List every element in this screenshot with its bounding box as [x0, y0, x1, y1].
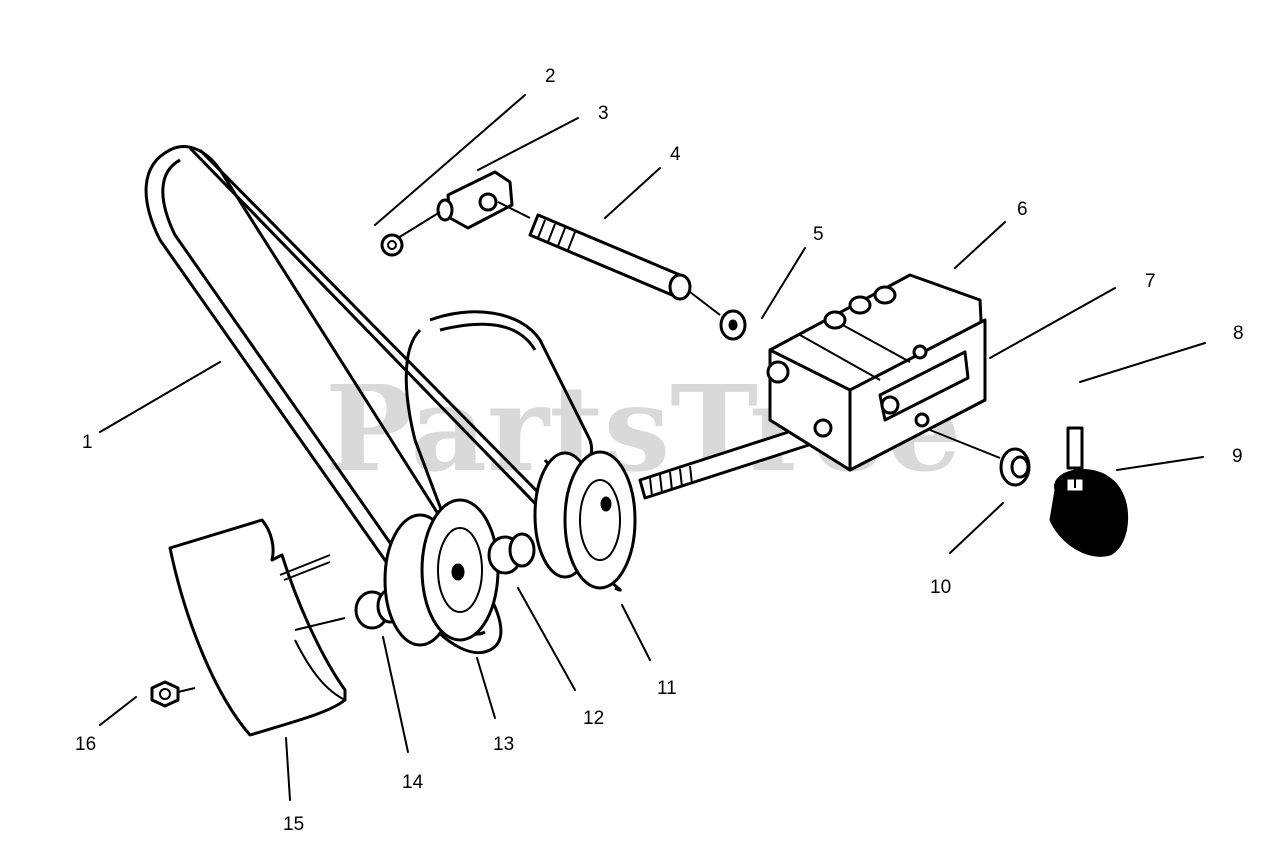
part-8-pin: [1066, 426, 1084, 470]
callout-15: 15: [283, 814, 304, 835]
part-4-shaft: [528, 213, 692, 301]
callout-2: 2: [545, 66, 556, 87]
callout-7: 7: [1145, 271, 1156, 292]
part-5-washer: [719, 309, 747, 341]
callout-1: 1: [82, 432, 93, 453]
callout-5: 5: [813, 224, 824, 245]
part-3-fitting: [436, 170, 514, 230]
callout-3: 3: [598, 103, 609, 124]
callout-12: 12: [583, 708, 604, 729]
callout-8: 8: [1233, 323, 1244, 344]
callout-6: 6: [1017, 199, 1028, 220]
callout-10: 10: [930, 577, 951, 598]
callout-9: 9: [1232, 446, 1243, 467]
part-11-pulley: [533, 450, 637, 590]
callout-14: 14: [402, 772, 424, 793]
callout-4: 4: [670, 144, 681, 165]
leader-lines: [99, 94, 1206, 801]
callouts: 1 2 3 4 5 6 7 8 9 10 11 12 13 14 15 16: [75, 66, 1244, 835]
part-16-nut: [150, 680, 180, 708]
alignment-lines: [177, 201, 1076, 693]
callout-13: 13: [493, 734, 514, 755]
part-13-pulley: [383, 498, 500, 647]
part-2-clip: [380, 233, 404, 257]
part-9-knob: [1049, 469, 1129, 557]
part-12-spacer: [487, 532, 536, 575]
part-7-slide-plate: [878, 350, 970, 422]
part-10-washer: [999, 447, 1031, 487]
callout-11: 11: [657, 678, 677, 699]
part-15-belt-guard: [168, 518, 347, 737]
callout-16: 16: [75, 734, 96, 755]
